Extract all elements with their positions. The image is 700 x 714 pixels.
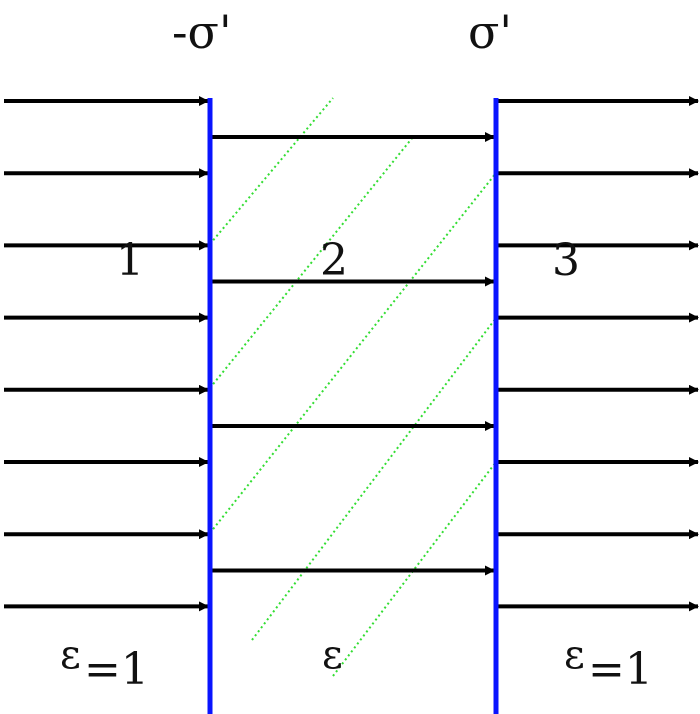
epsilon-middle-symbol: ε	[322, 632, 343, 678]
epsilon-left-symbol: ε	[60, 632, 81, 678]
region-2-label: 2	[320, 235, 348, 286]
epsilon-left-value: =1	[84, 644, 149, 695]
field-lines-region-2	[212, 132, 495, 576]
field-lines-region-3	[498, 96, 699, 612]
region-1-label: 1	[116, 235, 144, 286]
hatch-line	[251, 317, 497, 641]
epsilon-right-value: =1	[588, 644, 653, 695]
region-3-label: 3	[552, 235, 580, 286]
epsilon-right-symbol: ε	[564, 632, 585, 678]
sigma-left-label: -σ'	[172, 5, 232, 59]
field-lines-region-1	[4, 96, 209, 612]
hatch-line	[209, 136, 414, 389]
hatch-line	[209, 97, 334, 245]
sigma-right-label: σ'	[468, 5, 512, 59]
dielectric-hatching	[209, 97, 497, 677]
hatch-line	[209, 172, 497, 534]
